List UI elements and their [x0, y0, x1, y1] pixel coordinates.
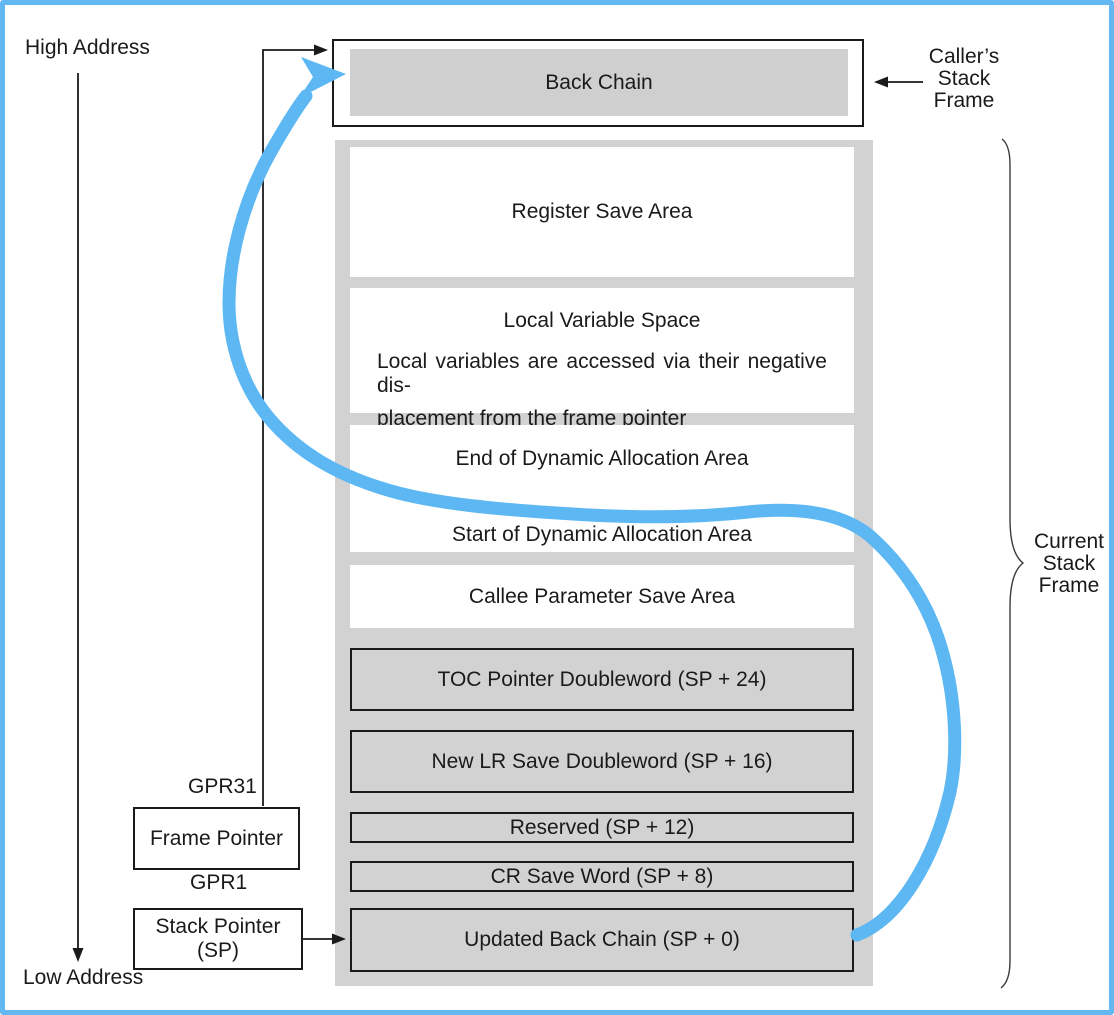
back-chain-label: Back Chain	[545, 70, 653, 94]
end-of-dynamic-allocation-label: End of Dynamic Allocation Area	[455, 447, 749, 470]
row-dynamic-allocation-area: End of Dynamic Allocation Area Start of …	[350, 425, 854, 552]
row-register-save-area: Register Save Area	[350, 147, 854, 277]
left-arrow-icon	[874, 76, 888, 88]
high-address-label: High Address	[25, 36, 150, 59]
row-updated-back-chain: Updated Back Chain (SP + 0)	[350, 908, 854, 972]
row-label: Callee Parameter Save Area	[468, 584, 736, 608]
row-callee-parameter-save-area: Callee Parameter Save Area	[350, 565, 854, 628]
current-frame-brace	[1000, 138, 1025, 989]
row-label: Register Save Area	[511, 200, 693, 223]
frame-pointer-connector-line	[262, 49, 316, 806]
current-stack-frame-label: Current Stack Frame	[1033, 530, 1105, 597]
back-chain-box: Back Chain	[332, 39, 864, 127]
row-label: TOC Pointer Doubleword (SP + 24)	[437, 667, 767, 691]
row-local-variable-space: Local Variable Space Local variables are…	[350, 288, 854, 430]
low-address-label: Low Address	[23, 966, 144, 989]
row-label: New LR Save Doubleword (SP + 16)	[431, 749, 773, 773]
row-new-lr-save: New LR Save Doubleword (SP + 16)	[350, 730, 854, 793]
stack-pointer-label: Stack Pointer (SP)	[155, 915, 281, 962]
row-cr-save-word: CR Save Word (SP + 8)	[350, 861, 854, 892]
frame-pointer-box: Frame Pointer	[133, 807, 300, 870]
row-label: Updated Back Chain (SP + 0)	[464, 928, 740, 951]
local-variable-space-title: Local Variable Space	[503, 309, 701, 332]
row-reserved: Reserved (SP + 12)	[350, 812, 854, 843]
down-arrow-icon	[72, 948, 84, 962]
row-label: CR Save Word (SP + 8)	[490, 864, 714, 888]
gpr31-label: GPR31	[188, 775, 257, 798]
frame-pointer-label: Frame Pointer	[149, 826, 284, 850]
local-variable-space-body-line1: Local variables are accessed via their n…	[377, 350, 827, 397]
callers-stack-frame-label: Caller’s Stack Frame	[928, 45, 1000, 112]
gpr1-label: GPR1	[190, 871, 248, 894]
start-of-dynamic-allocation-label: Start of Dynamic Allocation Area	[452, 523, 752, 546]
right-arrow-icon	[314, 44, 328, 56]
stack-pointer-box: Stack Pointer (SP)	[133, 908, 303, 970]
back-chain-fill: Back Chain	[350, 49, 848, 116]
row-label: Reserved (SP + 12)	[509, 815, 695, 839]
row-toc-pointer: TOC Pointer Doubleword (SP + 24)	[350, 648, 854, 711]
